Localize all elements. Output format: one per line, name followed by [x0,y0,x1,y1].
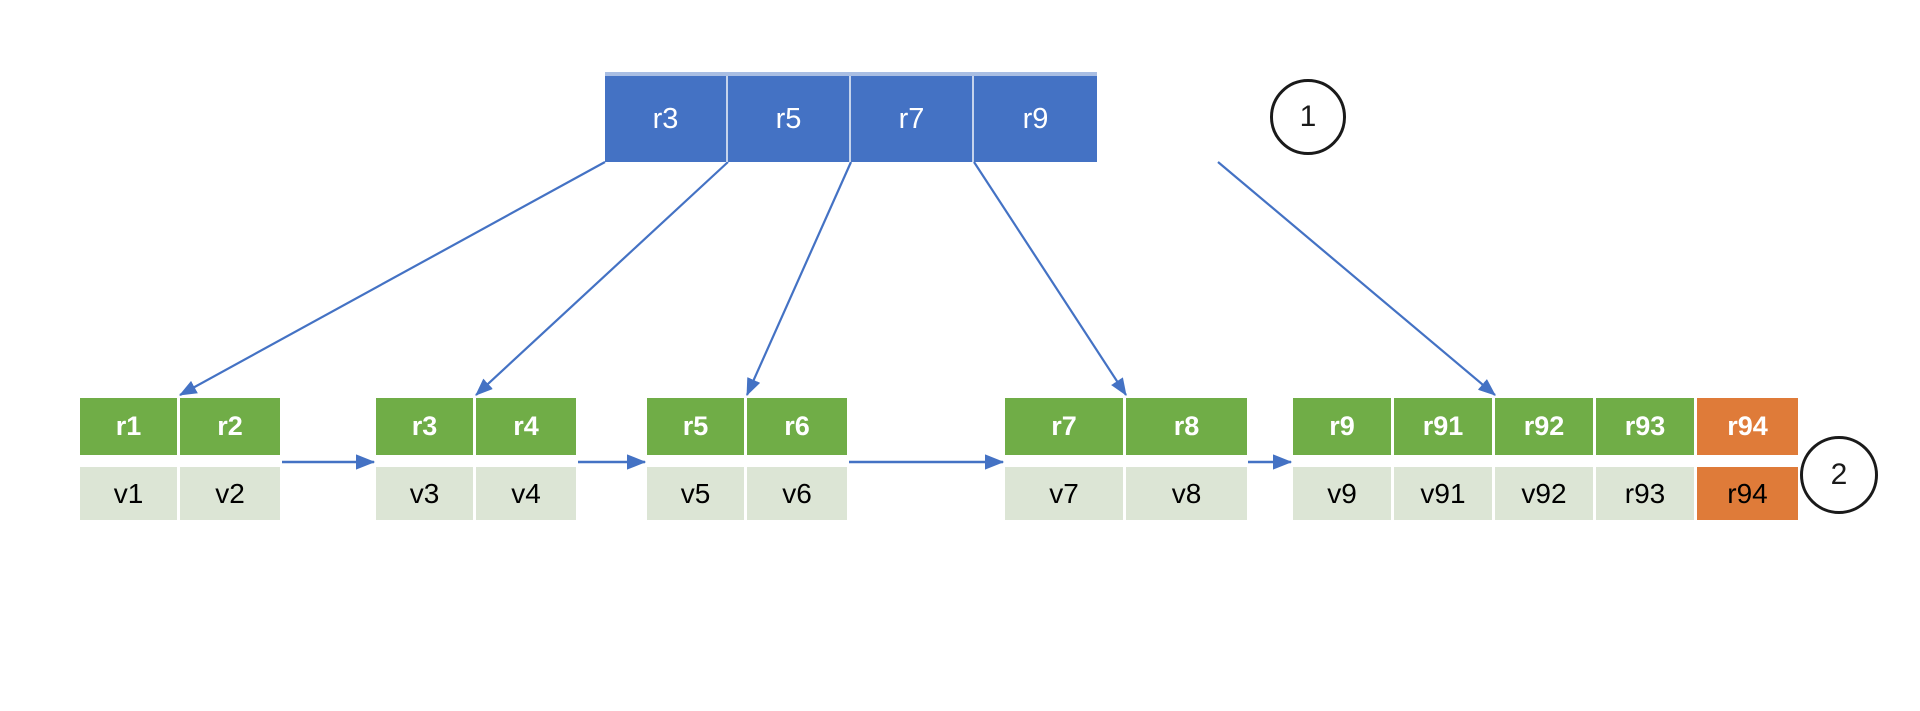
value-cell-v6: v6 [747,467,847,520]
value-cell-v7: v7 [1005,467,1126,520]
key-cell-r91: r91 [1394,398,1495,455]
value-cell-v1: v1 [80,467,180,520]
parent-child-edges [179,161,1496,397]
internal-node-key-r9: r9 [974,76,1097,162]
key-cell-r93: r93 [1596,398,1697,455]
value-cell-v92: v92 [1495,467,1596,520]
value-cell-v4: v4 [476,467,576,520]
step-marker-2-label: 2 [1830,458,1848,491]
value-cell-r94: r94 [1697,467,1798,520]
parent-child-edge-1 [179,161,606,396]
key-cell-r1: r1 [80,398,180,455]
key-cell-r6: r6 [747,398,847,455]
value-cell-v3: v3 [376,467,476,520]
key-cell-r8: r8 [1126,398,1247,455]
value-cell-v91: v91 [1394,467,1495,520]
internal-node-key-r5: r5 [728,76,851,162]
internal-node-key-r7: r7 [851,76,974,162]
value-cell-v5: v5 [647,467,747,520]
parent-child-edge-4 [973,161,1127,396]
key-cell-r4: r4 [476,398,576,455]
step-marker-1: 1 [1270,79,1346,155]
key-cell-r92: r92 [1495,398,1596,455]
key-cell-r2: r2 [180,398,280,455]
key-cell-r3: r3 [376,398,476,455]
key-cell-r5: r5 [647,398,747,455]
key-cell-r7: r7 [1005,398,1126,455]
step-marker-2: 2 [1800,436,1878,514]
value-cell-v8: v8 [1126,467,1247,520]
value-cell-r93: r93 [1596,467,1697,520]
parent-child-edge-2 [475,161,729,396]
parent-child-edge-5 [1217,161,1496,396]
key-cell-r94: r94 [1697,398,1798,455]
value-cell-v2: v2 [180,467,280,520]
step-marker-1-label: 1 [1299,100,1317,133]
key-cell-r9: r9 [1293,398,1394,455]
internal-node-key-r3: r3 [605,76,728,162]
value-cell-v9: v9 [1293,467,1394,520]
parent-child-edge-3 [745,161,853,397]
